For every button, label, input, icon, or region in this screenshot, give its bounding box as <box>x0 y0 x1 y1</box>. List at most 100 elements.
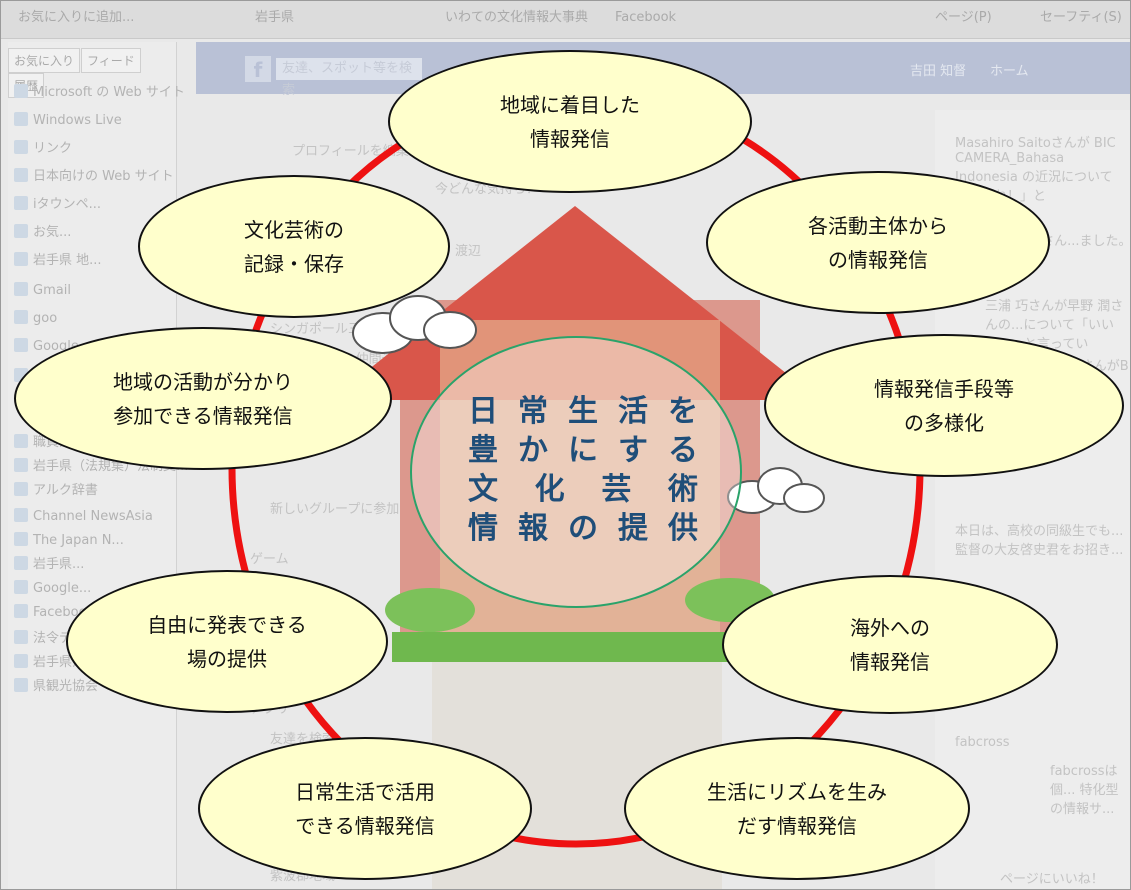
bubble-text-line: 日常生活で活用 <box>295 779 435 804</box>
feed-ghost-7[interactable]: ページにいいね！ <box>1000 872 1104 887</box>
feed-ghost-4: 本日は、高校の同級生でも... 監督の大友啓史君をお招き... <box>955 524 1124 558</box>
bubble-text-line: 地域の活動が分かり <box>113 369 293 394</box>
bubble-participation: 地域の活動が分かり参加できる情報発信 <box>14 327 392 470</box>
bubble-text-line: 自由に発表できる <box>147 612 307 637</box>
center-char: す <box>618 433 648 468</box>
favorite-icon <box>14 678 28 692</box>
bubble-regional-focus: 地域に着目した情報発信 <box>388 50 752 193</box>
tab-iwate[interactable]: 岩手県 <box>255 10 295 25</box>
favorite-icon <box>14 580 28 594</box>
bubble-text-line: 記録・保存 <box>244 251 344 276</box>
sidebar-item[interactable]: お気... <box>14 224 71 242</box>
center-char: 術 <box>667 472 698 507</box>
sidebar-item-label: 岩手県 地... <box>33 253 102 268</box>
sidebar-item[interactable]: Windows Live <box>14 112 122 130</box>
sidebar-item[interactable]: Channel NewsAsia <box>14 508 153 526</box>
tab-encyclopedia[interactable]: いわての文化情報大事典 <box>445 10 589 25</box>
feed-ghost-6: fabcrossは個... 特化型の情報サ... <box>1050 764 1119 817</box>
bubble-free-presentation: 自由に発表できる場の提供 <box>66 570 388 713</box>
center-char: 供 <box>668 511 698 546</box>
menu-safety[interactable]: セーフティ(S) <box>1040 10 1122 25</box>
tab-favorites[interactable]: お気に入りに追加... <box>18 10 135 25</box>
sidebar-item[interactable]: iタウンペ... <box>14 196 101 214</box>
center-char: る <box>668 433 698 468</box>
sidebar-item-label: リンク <box>33 141 73 156</box>
center-char: に <box>568 433 598 468</box>
favorite-icon <box>14 112 28 126</box>
center-char: 報 <box>518 511 548 546</box>
center-char: 常 <box>518 394 548 429</box>
bubble-text-line: 海外への <box>850 615 930 640</box>
user-name-link[interactable]: 吉田 知督 <box>910 64 967 79</box>
bubble-text-line: の多様化 <box>904 410 984 435</box>
favorite-icon <box>14 84 28 98</box>
bubble-text-line: 情報発信 <box>530 126 610 151</box>
bubble-text-line: 情報発信 <box>850 649 930 674</box>
home-link[interactable]: ホーム <box>990 64 1029 79</box>
favorite-icon <box>14 458 28 472</box>
bubble-archive: 文化芸術の記録・保存 <box>138 175 450 318</box>
center-char: 生 <box>568 394 598 429</box>
favorite-icon <box>14 630 28 644</box>
sidebar-item-label: Windows Live <box>33 113 122 128</box>
favorite-icon <box>14 310 28 324</box>
center-char: 化 <box>534 472 565 507</box>
center-char: 日 <box>468 394 498 429</box>
favorite-icon <box>14 508 28 522</box>
sidebar-item-label: goo <box>33 311 58 326</box>
favorite-icon <box>14 604 28 618</box>
cloud-left <box>352 295 477 354</box>
favorite-icon <box>14 196 28 210</box>
favorite-icon <box>14 654 28 668</box>
sidebar-item[interactable]: Gmail <box>14 282 71 300</box>
sidebar-item-label: Microsoft の Web サイト <box>33 85 185 100</box>
sidebar-item-label: The Japan N... <box>33 533 124 548</box>
grass-strip <box>392 632 768 662</box>
bubble-daily-use: 日常生活で活用できる情報発信 <box>198 737 532 880</box>
center-char: 活 <box>618 394 648 429</box>
center-char: 情 <box>468 511 498 546</box>
bubble-text-line: 各活動主体から <box>808 213 948 238</box>
feed-ghost-5: fabcross <box>955 735 1010 750</box>
sidebar-item-label: Channel NewsAsia <box>33 509 153 524</box>
tab-facebook[interactable]: Facebook <box>615 10 677 25</box>
left-ghost-3[interactable]: 新しいグループに参加 <box>270 502 400 517</box>
menu-page[interactable]: ページ(P) <box>935 10 992 25</box>
bubble-text-line: できる情報発信 <box>295 813 435 838</box>
favorite-icon <box>14 532 28 546</box>
sidebar-item[interactable]: 岩手県 地... <box>14 252 102 270</box>
bubble-text-line: だす情報発信 <box>737 813 857 838</box>
sidebar-item-label: iタウンペ... <box>33 197 102 212</box>
sidebar-item[interactable]: Microsoft の Web サイト <box>14 84 185 102</box>
bubble-text-line: 参加できる情報発信 <box>113 403 293 428</box>
sidebar-item[interactable]: The Japan N... <box>14 532 124 550</box>
center-char: 文 <box>468 472 498 507</box>
bubble-diversification: 情報発信手段等の多様化 <box>764 334 1124 477</box>
bubble-overseas: 海外への情報発信 <box>722 575 1058 714</box>
sidebar-item[interactable]: 岩手県... <box>14 556 84 574</box>
sidebar-item[interactable]: リンク <box>14 140 72 158</box>
center-row: 豊かにする <box>468 432 698 470</box>
sidebar-item[interactable]: アルク辞書 <box>14 482 98 500</box>
bubble-text-line: の情報発信 <box>828 247 928 272</box>
facebook-search-input[interactable]: 友達、スポット等を検索 <box>276 58 422 98</box>
bubble-text-line: 地域に着目した <box>500 92 640 117</box>
bubble-text-line: 文化芸術の <box>244 217 344 242</box>
center-char: を <box>668 394 698 429</box>
center-char: 豊 <box>468 433 498 468</box>
bubble-text-line: 場の提供 <box>187 646 267 671</box>
center-circle <box>410 336 742 608</box>
sidebar-item[interactable]: Google... <box>14 580 91 598</box>
facebook-logo-icon[interactable]: f <box>245 56 271 82</box>
favorite-icon <box>14 482 28 496</box>
sidebar-tab-favorites[interactable]: お気に入り <box>8 48 81 73</box>
left-ghost-0: 渡辺 <box>455 244 482 259</box>
sidebar-item[interactable]: goo <box>14 310 57 328</box>
center-char: 芸 <box>601 472 632 507</box>
sidebar-item[interactable]: 日本向けの Web サイト <box>14 168 174 186</box>
sidebar-tab-feeds[interactable]: フィード <box>81 48 141 73</box>
bubble-actors: 各活動主体からの情報発信 <box>706 171 1050 314</box>
center-message: 日常生活を豊かにする文化芸術情報の提供 <box>468 393 698 548</box>
